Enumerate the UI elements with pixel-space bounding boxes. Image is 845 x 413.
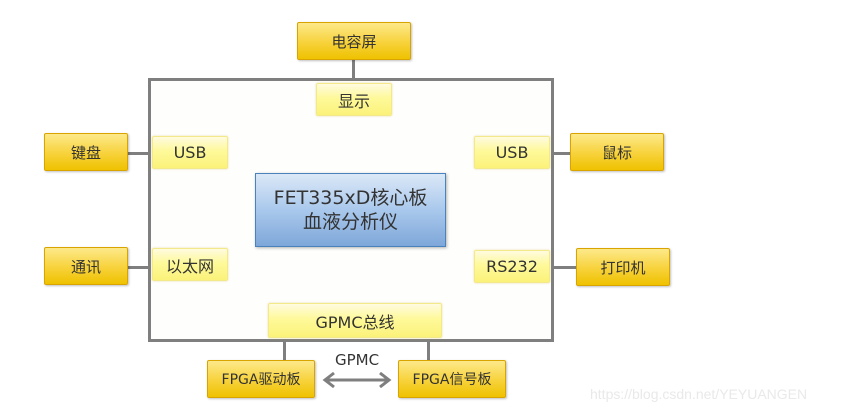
connector-communication	[128, 266, 150, 269]
communication-box: 通讯	[44, 247, 128, 285]
connector-fpga-driver	[283, 340, 286, 360]
arrow-head-right	[379, 371, 392, 389]
display-label: 显示	[337, 91, 370, 111]
ethernet-interface: 以太网	[152, 248, 228, 281]
fpga-driver-label: FPGA驱动板	[221, 372, 301, 388]
core-board-box: FET335xD核心板 血液分析仪	[255, 173, 446, 247]
bidirectional-arrow-icon	[322, 371, 392, 389]
gpmc-bus-label: GPMC总线	[315, 312, 395, 332]
touchscreen-box: 电容屏	[297, 22, 411, 60]
printer-box: 打印机	[576, 248, 670, 286]
connector-touchscreen	[352, 60, 355, 80]
keyboard-box: 键盘	[44, 133, 128, 171]
mouse-box: 鼠标	[570, 133, 664, 171]
gpmc-bus-interface: GPMC总线	[268, 303, 442, 338]
rs232-label: RS232	[486, 257, 538, 276]
core-board-title: FET335xD核心板	[273, 187, 428, 209]
communication-label: 通讯	[70, 257, 101, 276]
ethernet-label: 以太网	[165, 256, 214, 276]
usb-left-label: USB	[173, 143, 207, 162]
touchscreen-label: 电容屏	[331, 32, 377, 51]
printer-label: 打印机	[600, 258, 646, 277]
fpga-signal-box: FPGA信号板	[398, 360, 506, 398]
usb-right-label: USB	[495, 143, 529, 162]
core-board-subtitle: 血液分析仪	[302, 211, 398, 233]
usb-right-interface: USB	[474, 136, 550, 169]
arrow-head-left	[322, 371, 335, 389]
connector-keyboard	[128, 152, 150, 155]
fpga-driver-box: FPGA驱动板	[207, 360, 315, 398]
display-interface: 显示	[316, 83, 392, 116]
rs232-interface: RS232	[474, 250, 550, 283]
fpga-signal-label: FPGA信号板	[412, 372, 492, 388]
keyboard-label: 键盘	[70, 143, 101, 162]
connector-mouse	[552, 152, 570, 155]
connector-fpga-signal	[427, 340, 430, 360]
watermark: https://blog.csdn.net/YEYUANGEN	[590, 386, 808, 402]
connector-printer	[552, 266, 576, 269]
gpmc-link-label: GPMC	[334, 351, 380, 369]
mouse-label: 鼠标	[601, 143, 632, 162]
usb-left-interface: USB	[152, 136, 228, 169]
